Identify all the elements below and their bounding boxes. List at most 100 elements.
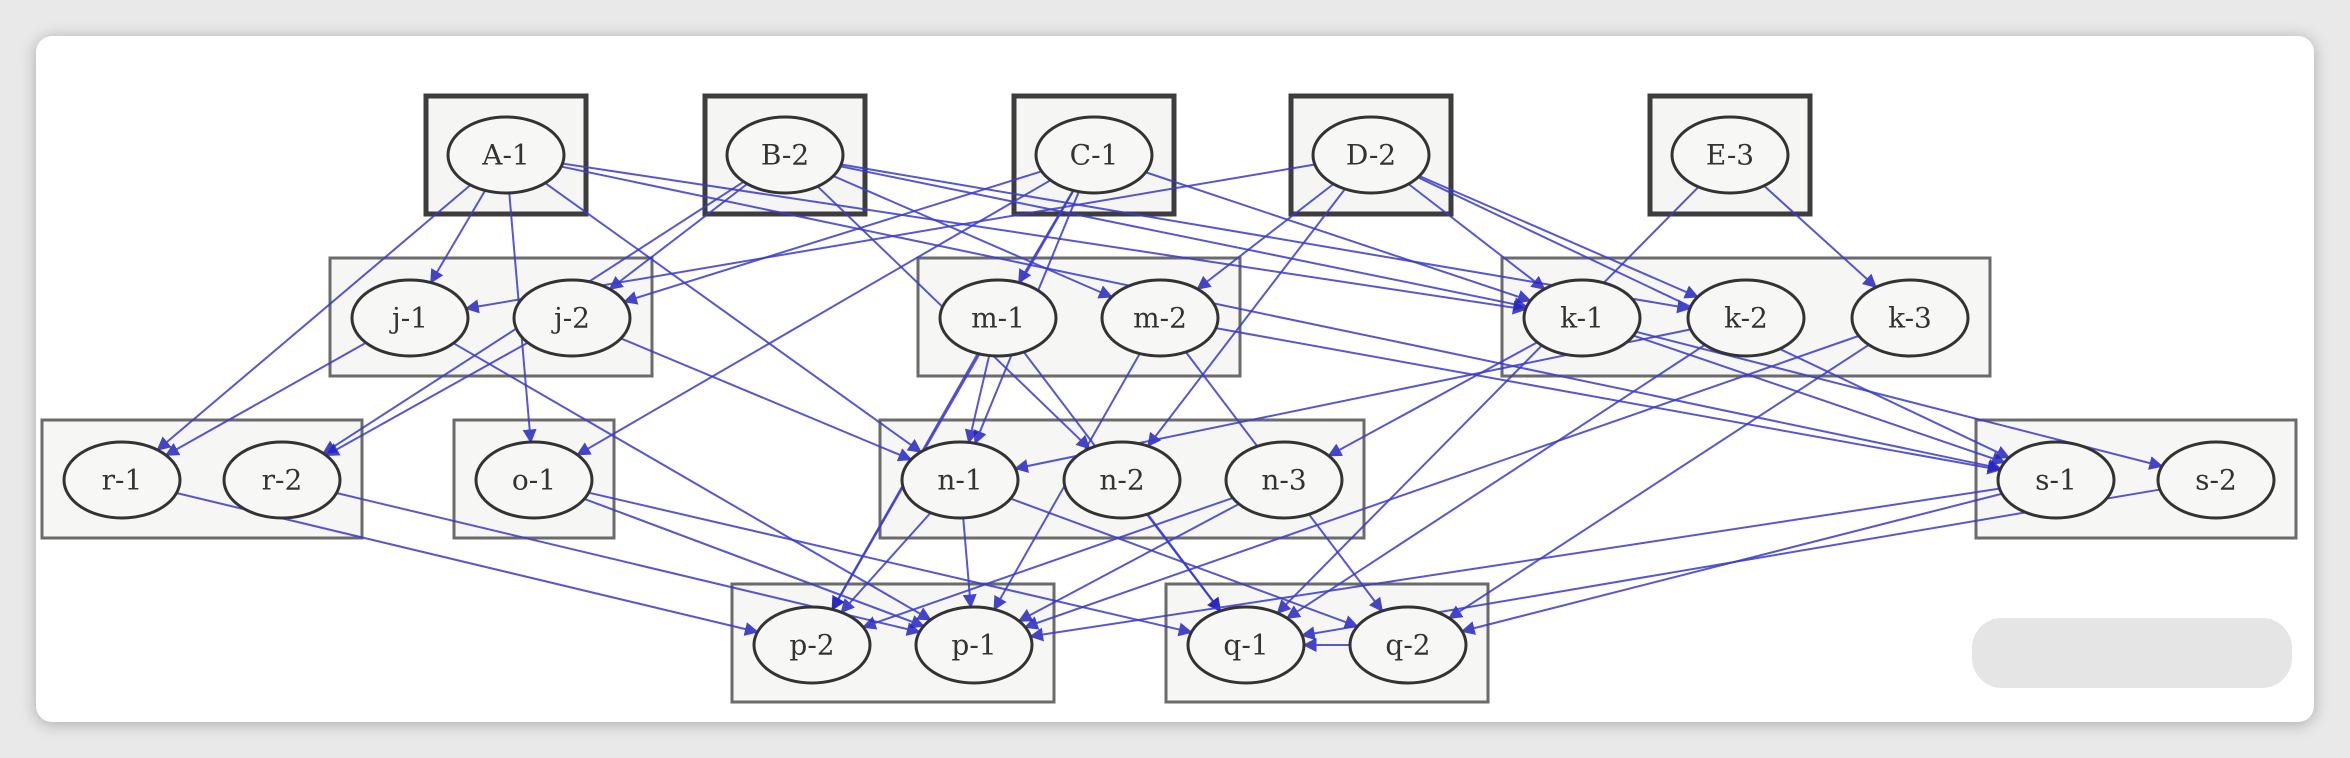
edge-s-2-to-q-1 xyxy=(1300,488,2161,641)
node-ellipse-p-1 xyxy=(914,605,1034,685)
edge-a-1-to-n-1 xyxy=(544,182,922,453)
edge-n-1-to-p-2 xyxy=(840,512,932,614)
node-ellipse-k-3 xyxy=(1850,278,1970,358)
node-n-2: n-2 xyxy=(1062,440,1182,520)
node-s-2: s-2 xyxy=(2156,440,2276,520)
blurred-watermark xyxy=(1972,618,2292,688)
node-s-1: s-1 xyxy=(1996,440,2116,520)
node-n-1: n-1 xyxy=(900,440,1020,520)
node-ellipse-s-2 xyxy=(2156,440,2276,520)
edge-a-1-to-r-1 xyxy=(156,184,472,451)
node-label-b-2: B-2 xyxy=(761,139,809,172)
node-label-j-2: j-2 xyxy=(551,302,590,335)
node-ellipse-j-2 xyxy=(512,278,632,358)
node-label-c-1: C-1 xyxy=(1070,139,1119,172)
edge-m-2-to-s-1 xyxy=(1215,327,2002,475)
node-ellipse-m-2 xyxy=(1100,278,1220,358)
node-e-3: E-3 xyxy=(1670,115,1790,195)
node-ellipse-p-2 xyxy=(752,605,872,685)
node-label-m-1: m-1 xyxy=(971,302,1025,335)
node-ellipse-m-1 xyxy=(938,278,1058,358)
edge-o-1-to-q-1 xyxy=(588,491,1193,637)
node-label-k-3: k-3 xyxy=(1888,302,1932,335)
edge-a-1-to-k-1 xyxy=(562,162,1527,315)
clusters xyxy=(40,93,2298,704)
edge-o-1-to-p-1 xyxy=(583,497,925,629)
node-label-a-1: A-1 xyxy=(481,139,530,172)
edges xyxy=(156,162,2164,652)
node-ellipse-a-1 xyxy=(446,115,566,195)
node-o-1: o-1 xyxy=(474,440,594,520)
node-n-3: n-3 xyxy=(1224,440,1344,520)
edge-j-1-to-r-1 xyxy=(164,341,367,457)
edge-k-1-to-s-1 xyxy=(1633,334,2006,465)
node-ellipse-b-2 xyxy=(725,115,845,195)
edge-c-1-to-j-2 xyxy=(623,170,1042,305)
edge-e-3-to-k-3 xyxy=(1763,185,1878,289)
edge-b-2-to-j-2 xyxy=(608,183,748,290)
node-m-1: m-1 xyxy=(938,278,1058,358)
node-label-e-3: E-3 xyxy=(1706,139,1754,172)
edge-c-1-to-k-1 xyxy=(1145,171,1532,304)
node-label-p-1: p-1 xyxy=(951,629,996,662)
edge-d-2-to-n-2 xyxy=(1147,188,1346,448)
edge-a-1-to-s-1 xyxy=(561,165,2003,473)
node-label-n-1: n-1 xyxy=(937,464,982,497)
node-p-2: p-2 xyxy=(752,605,872,685)
node-ellipse-o-1 xyxy=(474,440,594,520)
node-ellipse-n-2 xyxy=(1062,440,1182,520)
node-label-s-1: s-1 xyxy=(2035,464,2077,497)
node-b-2: B-2 xyxy=(725,115,845,195)
node-q-2: q-2 xyxy=(1348,605,1468,685)
node-ellipse-n-1 xyxy=(900,440,1020,520)
edge-n-1-to-q-2 xyxy=(1010,497,1359,629)
edge-n-1-to-p-1 xyxy=(962,517,977,609)
edge-b-2-to-m-2 xyxy=(832,175,1113,299)
node-label-m-2: m-2 xyxy=(1133,302,1187,335)
edge-k-1-to-n-3 xyxy=(1327,341,1538,457)
node-q-1: q-1 xyxy=(1186,605,1306,685)
node-ellipse-s-1 xyxy=(1996,440,2116,520)
edge-j-2-to-n-1 xyxy=(620,337,913,462)
edge-k-3-to-p-1 xyxy=(1023,334,1860,630)
edge-c-1-to-o-1 xyxy=(576,179,1052,456)
node-j-1: j-1 xyxy=(350,278,470,358)
node-label-q-2: q-2 xyxy=(1385,629,1430,662)
node-ellipse-q-1 xyxy=(1186,605,1306,685)
edge-a-1-to-j-1 xyxy=(430,189,486,284)
node-ellipse-q-2 xyxy=(1348,605,1468,685)
node-ellipse-r-2 xyxy=(222,440,342,520)
node-label-s-2: s-2 xyxy=(2195,464,2237,497)
node-ellipse-d-2 xyxy=(1311,115,1431,195)
edge-k-3-to-q-2 xyxy=(1447,343,1870,620)
node-label-n-2: n-2 xyxy=(1099,464,1144,497)
node-label-o-1: o-1 xyxy=(512,464,556,497)
node-a-1: A-1 xyxy=(446,115,566,195)
node-label-k-2: k-2 xyxy=(1724,302,1768,335)
node-ellipse-r-1 xyxy=(62,440,182,520)
edge-k-2-to-q-1 xyxy=(1285,344,1706,619)
node-ellipse-c-1 xyxy=(1034,115,1154,195)
node-k-3: k-3 xyxy=(1850,278,1970,358)
node-d-2: D-2 xyxy=(1311,115,1431,195)
node-label-n-3: n-3 xyxy=(1261,464,1306,497)
edge-n-3-to-p-1 xyxy=(1017,503,1240,622)
node-label-r-2: r-2 xyxy=(262,464,303,497)
node-ellipse-e-3 xyxy=(1670,115,1790,195)
node-ellipse-k-2 xyxy=(1686,278,1806,358)
node-label-j-1: j-1 xyxy=(389,302,428,335)
edge-s-1-to-p-1 xyxy=(1029,487,2000,642)
node-label-k-1: k-1 xyxy=(1560,302,1604,335)
node-ellipse-k-1 xyxy=(1522,278,1642,358)
node-m-2: m-2 xyxy=(1100,278,1220,358)
node-c-1: C-1 xyxy=(1034,115,1154,195)
node-k-2: k-2 xyxy=(1686,278,1806,358)
edge-d-2-to-j-1 xyxy=(464,163,1316,314)
edge-j-1-to-p-1 xyxy=(452,342,932,621)
node-r-1: r-1 xyxy=(62,440,182,520)
node-r-2: r-2 xyxy=(222,440,342,520)
node-ellipse-n-3 xyxy=(1224,440,1344,520)
edge-d-2-to-k-1 xyxy=(1407,183,1546,290)
edge-d-2-to-k-2 xyxy=(1418,175,1699,299)
